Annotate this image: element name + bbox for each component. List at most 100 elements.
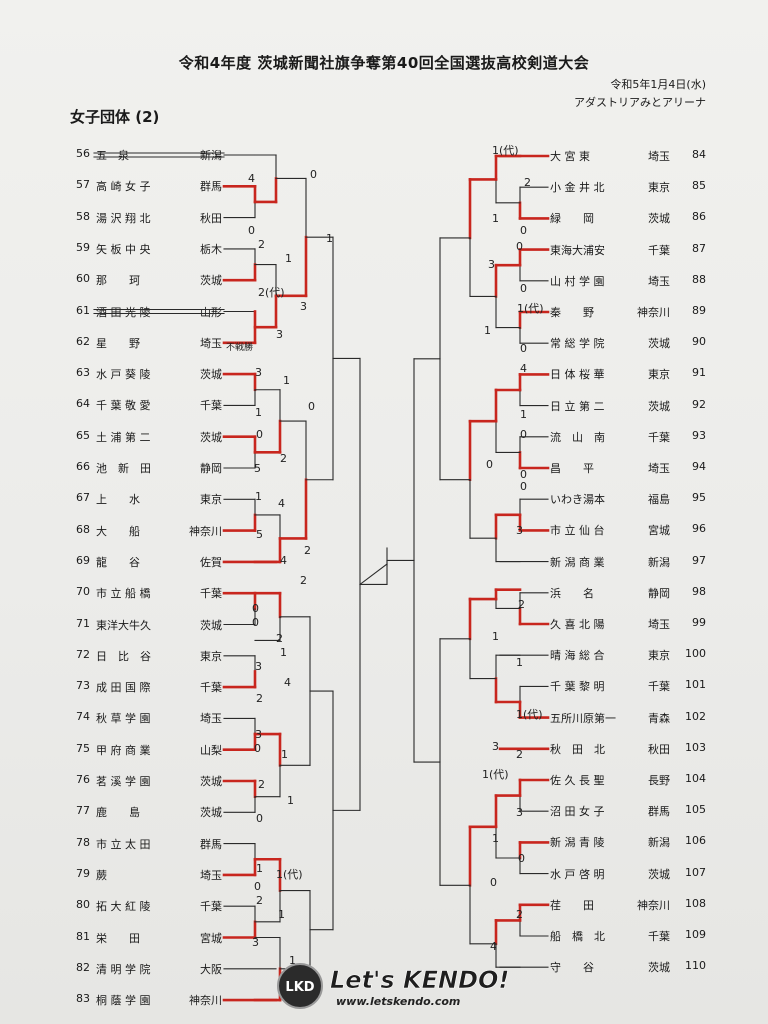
- team-prefecture: 茨城: [200, 274, 222, 288]
- team-prefecture: 茨城: [200, 618, 222, 632]
- match-score: 0: [252, 616, 259, 629]
- match-score: 1: [255, 490, 262, 503]
- team-school: 龍 谷: [96, 555, 140, 569]
- match-score: 3: [252, 936, 259, 949]
- team-school: 土 浦 第 二: [96, 430, 151, 444]
- team-prefecture: 千葉: [200, 587, 222, 601]
- team-prefecture: 山梨: [200, 743, 222, 757]
- match-score: 4: [284, 676, 291, 689]
- team-prefecture: 大阪: [200, 962, 222, 976]
- team-number: 56: [76, 147, 90, 160]
- team-number: 58: [76, 209, 90, 223]
- team-prefecture: 埼玉: [648, 462, 670, 475]
- team-school: 緑 岡: [550, 212, 594, 226]
- team-school: 水 戸 啓 明: [550, 867, 605, 881]
- team-number: 57: [76, 178, 90, 192]
- team-school: 酒 田 光 陵: [96, 305, 151, 319]
- team-school: 沼 田 女 子: [550, 805, 605, 819]
- team-prefecture: 千葉: [648, 243, 670, 257]
- team-number: 64: [76, 397, 90, 411]
- team-school: 常 総 学 院: [550, 337, 605, 351]
- team-number: 95: [692, 491, 706, 505]
- match-score: 2: [304, 544, 311, 557]
- team-number: 62: [76, 334, 90, 348]
- team-number: 73: [76, 679, 90, 693]
- team-number: 93: [692, 428, 706, 442]
- match-score: 3: [255, 728, 262, 741]
- team-prefecture: 群馬: [648, 805, 670, 819]
- team-prefecture: 千葉: [200, 900, 222, 914]
- team-school: 水 戸 葵 陵: [96, 368, 151, 382]
- team-school: 船 橋 北: [550, 930, 605, 943]
- team-number: 77: [76, 804, 90, 818]
- match-score: 1: [283, 374, 290, 387]
- team-school: 鹿 島: [96, 806, 140, 820]
- team-prefecture: 茨城: [648, 337, 670, 351]
- match-score: 2: [516, 908, 523, 921]
- team-prefecture: 静岡: [200, 462, 222, 475]
- match-score: 0: [518, 852, 525, 865]
- match-score: 1: [492, 630, 499, 643]
- team-prefecture: 茨城: [200, 430, 222, 444]
- team-prefecture: 千葉: [200, 681, 222, 695]
- team-number: 61: [76, 303, 90, 317]
- team-prefecture: 埼玉: [200, 712, 222, 726]
- match-score: 0: [256, 428, 263, 441]
- team-prefecture: 佐賀: [200, 555, 222, 569]
- team-prefecture: 千葉: [200, 399, 222, 413]
- team-number: 75: [76, 741, 90, 755]
- team-school: 千 葉 黎 明: [550, 680, 605, 694]
- team-number: 102: [685, 709, 706, 723]
- team-number: 87: [692, 241, 706, 255]
- team-school: 流 山 南: [550, 430, 605, 444]
- team-prefecture: 埼玉: [200, 868, 222, 882]
- team-number: 82: [76, 960, 90, 974]
- match-score: 2: [256, 692, 263, 705]
- team-prefecture: 東京: [648, 181, 670, 195]
- team-prefecture: 埼玉: [648, 618, 670, 631]
- team-number: 66: [76, 460, 90, 473]
- team-prefecture: 新潟: [648, 836, 670, 850]
- match-score: 4: [248, 172, 255, 185]
- match-score: 1(代): [492, 144, 519, 157]
- team-number: 108: [685, 896, 706, 910]
- bracket-line: [359, 563, 388, 586]
- match-score: 3: [488, 258, 495, 271]
- team-prefecture: 東京: [648, 368, 670, 382]
- team-number: 72: [76, 647, 90, 661]
- match-score: 3: [276, 328, 283, 341]
- bye-note: 不戦勝: [226, 343, 254, 353]
- team-school: 千 葉 敬 愛: [96, 399, 151, 413]
- match-score: 1: [484, 324, 491, 337]
- match-score: 4: [520, 362, 527, 375]
- team-school: 新 潟 青 陵: [550, 836, 605, 850]
- team-prefecture: 宮城: [200, 931, 222, 945]
- team-number: 85: [692, 179, 706, 193]
- match-score: 4: [278, 497, 285, 510]
- team-prefecture: 青森: [648, 711, 670, 725]
- team-prefecture: 福島: [648, 493, 670, 507]
- team-prefecture: 茨城: [648, 399, 670, 413]
- match-score: 2: [518, 598, 525, 611]
- team-school: 浜 名: [550, 586, 594, 600]
- team-prefecture: 東京: [200, 493, 222, 507]
- team-prefecture: 千葉: [648, 430, 670, 444]
- team-school: いわき湯本: [550, 493, 605, 507]
- match-score: 2: [516, 748, 523, 761]
- match-score: 4: [490, 940, 497, 953]
- team-prefecture: 千葉: [648, 680, 670, 694]
- match-score: 2: [256, 894, 263, 907]
- team-school: 拓 大 紅 陵: [96, 900, 151, 914]
- team-school: 秋 草 学 園: [96, 712, 151, 726]
- team-school: 荏 田: [550, 898, 594, 912]
- team-prefecture: 茨城: [200, 806, 222, 820]
- event-venue: アダストリアみとアリーナ: [574, 96, 706, 109]
- match-score: 3: [255, 660, 262, 673]
- match-score: 0: [248, 224, 255, 237]
- team-number: 65: [76, 428, 90, 442]
- match-score: 0: [520, 428, 527, 441]
- team-prefecture: 群馬: [200, 837, 222, 851]
- logo-url-text: www.letskendo.com: [336, 995, 460, 1008]
- team-prefecture: 埼玉: [200, 336, 222, 350]
- match-score: 2: [524, 176, 531, 189]
